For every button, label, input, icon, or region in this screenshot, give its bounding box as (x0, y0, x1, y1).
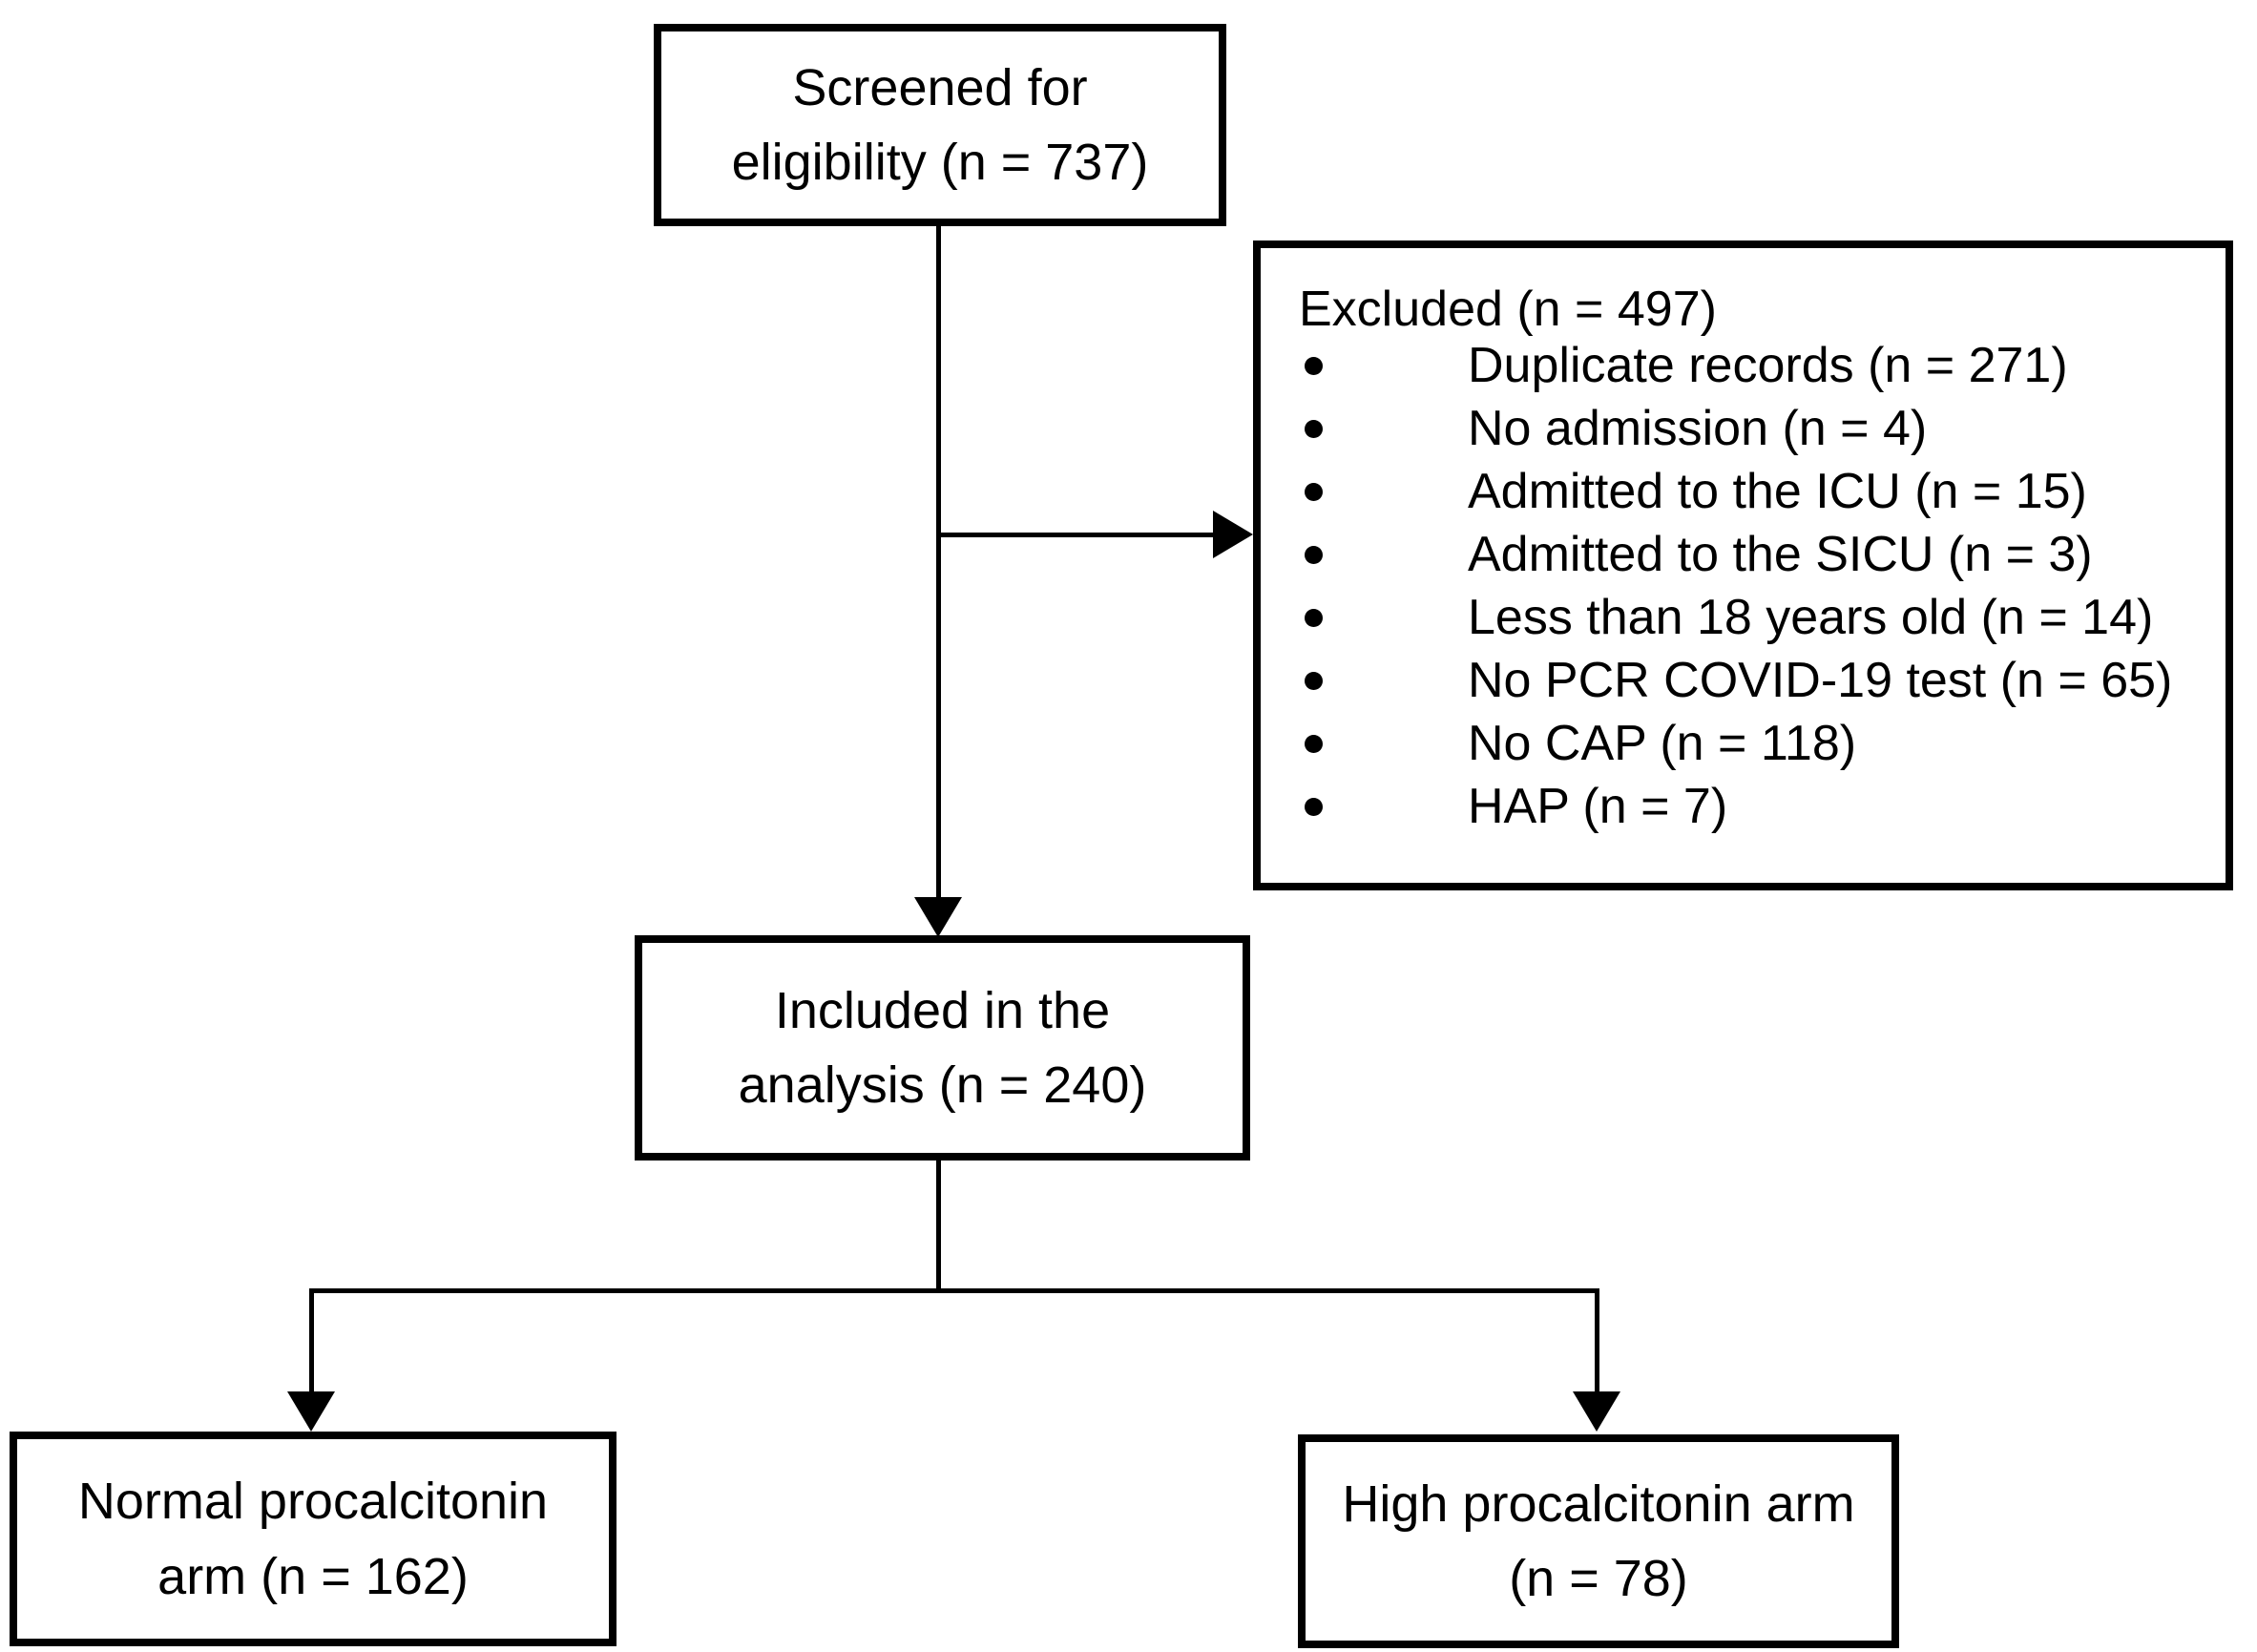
node-normal-line-1: Normal procalcitonin (77, 1473, 549, 1531)
node-included-line-2: analysis (n = 240) (738, 1056, 1147, 1114)
bullet-icon (1305, 460, 1326, 523)
bullet-icon (1305, 397, 1326, 460)
list-item: Admitted to the SICU (n = 3) (1299, 523, 2226, 586)
arrowhead-down-icon (914, 897, 962, 937)
arrowhead-down-icon (287, 1391, 335, 1432)
arrowhead-right-icon (1213, 511, 1253, 558)
excluded-reason-label: No admission (n = 4) (1468, 401, 1928, 456)
list-item: Duplicate records (n = 271) (1299, 334, 2226, 397)
node-high-line-2: (n = 78) (1509, 1550, 1688, 1607)
list-item: Admitted to the ICU (n = 15) (1299, 460, 2226, 523)
connector-fork-bar (309, 1288, 1599, 1293)
node-high-line-1: High procalcitonin arm (1342, 1474, 1855, 1533)
excluded-reason-label: Duplicate records (n = 271) (1468, 338, 2068, 393)
bullet-icon (1305, 523, 1326, 586)
bullet-icon (1305, 649, 1326, 712)
connector-fork-left-drop (309, 1288, 314, 1393)
excluded-reason-label: No CAP (n = 118) (1468, 716, 1857, 771)
excluded-reason-label: Admitted to the ICU (n = 15) (1468, 464, 2087, 519)
connector-fork-right-drop (1595, 1288, 1599, 1393)
list-item: No CAP (n = 118) (1299, 712, 2226, 775)
node-normal-line-2: arm (n = 162) (157, 1547, 469, 1605)
list-item: No PCR COVID-19 test (n = 65) (1299, 649, 2226, 712)
connector-included-fork-stem (936, 1161, 941, 1293)
excluded-reasons-list: Duplicate records (n = 271) No admission… (1261, 334, 2226, 838)
list-item: HAP (n = 7) (1299, 775, 2226, 838)
excluded-title: Excluded (n = 497) (1299, 282, 1717, 337)
connector-screened-to-included (936, 226, 941, 899)
node-high-procalcitonin-arm: High procalcitonin arm (n = 78) (1298, 1434, 1899, 1648)
bullet-icon (1305, 586, 1326, 649)
excluded-reason-label: Admitted to the SICU (n = 3) (1468, 527, 2093, 582)
node-screened-for-eligibility: Screened for eligibility (n = 737) (654, 24, 1226, 226)
bullet-icon (1305, 712, 1326, 775)
list-item: Less than 18 years old (n = 14) (1299, 586, 2226, 649)
excluded-reason-label: Less than 18 years old (n = 14) (1468, 590, 2154, 645)
connector-to-excluded (938, 533, 1217, 537)
node-included-in-analysis: Included in the analysis (n = 240) (635, 935, 1250, 1161)
bullet-icon (1305, 334, 1326, 397)
excluded-reason-label: HAP (n = 7) (1468, 779, 1728, 834)
node-screened-line-2: eligibility (n = 737) (731, 134, 1149, 191)
node-included-line-1: Included in the (774, 981, 1111, 1039)
bullet-icon (1305, 775, 1326, 838)
excluded-reason-label: No PCR COVID-19 test (n = 65) (1468, 653, 2173, 708)
node-normal-procalcitonin-arm: Normal procalcitonin arm (n = 162) (10, 1432, 616, 1646)
arrowhead-down-icon (1573, 1391, 1620, 1432)
node-excluded: Excluded (n = 497) Duplicate records (n … (1253, 240, 2233, 890)
list-item: No admission (n = 4) (1299, 397, 2226, 460)
node-screened-line-1: Screened for (792, 58, 1088, 116)
